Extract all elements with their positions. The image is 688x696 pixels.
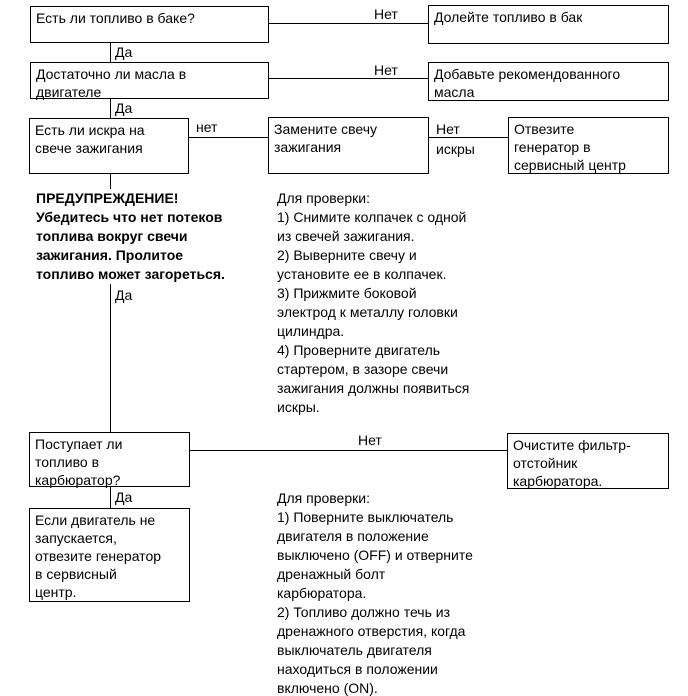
- box-action-service-center-engine: Если двигатель не запускается, отвезите …: [29, 508, 190, 602]
- instructions-spark-check: Для проверки: 1) Снимите колпачек с одно…: [277, 190, 470, 415]
- box-action-clean-fuel-filter: Очистите фильтр- отстойник карбюратора.: [507, 433, 669, 489]
- box-action-add-fuel: Долейте топливо в бак: [428, 5, 669, 44]
- label-yes-spark: Да: [115, 287, 133, 303]
- box-question-enough-oil: Достаточно ли масла в двигателе: [30, 62, 269, 100]
- label-yes-oil: Да: [115, 100, 133, 116]
- warning-text: ПРЕДУПРЕЖДЕНИЕ! Убедитесь что нет потеко…: [36, 189, 260, 284]
- connector-yes-oil: [110, 99, 111, 118]
- label-no-spark: нет: [196, 119, 218, 135]
- connector-no-spark: [189, 137, 268, 138]
- label-yes-fuel-tank: Да: [115, 44, 133, 60]
- box-question-spark-present: Есть ли искра на свече зажигания: [29, 118, 189, 174]
- label-no-spark-after-replace: Нет искры: [436, 121, 475, 157]
- connector-yes-spark-long: [110, 174, 111, 432]
- box-action-service-center-spark: Отвезите генератор в сервисный центр: [508, 117, 669, 174]
- connector-no-spark-after-replace: [429, 137, 508, 138]
- box-action-replace-spark-plug: Замените свечу зажигания: [268, 117, 429, 174]
- connector-no-oil: [269, 78, 428, 79]
- label-no-oil: Нет: [374, 62, 398, 78]
- connector-yes-carburetor: [110, 487, 111, 508]
- connector-yes-fuel-tank: [110, 43, 111, 62]
- label-no-fuel-tank: Нет: [374, 6, 398, 22]
- label-no-fuel-carburetor: Нет: [358, 432, 382, 448]
- box-action-add-oil: Добавьте рекомендованного масла: [428, 62, 669, 101]
- instructions-fuel-check: Для проверки: 1) Поверните выключатель д…: [277, 490, 473, 696]
- box-question-fuel-in-tank: Есть ли топливо в баке?: [30, 6, 269, 43]
- connector-no-fuel-tank: [269, 23, 428, 24]
- connector-no-fuel-carburetor: [190, 450, 507, 451]
- box-question-fuel-to-carburetor: Поступает ли топливо в карбюратор?: [29, 432, 190, 488]
- label-yes-carburetor: Да: [115, 489, 133, 505]
